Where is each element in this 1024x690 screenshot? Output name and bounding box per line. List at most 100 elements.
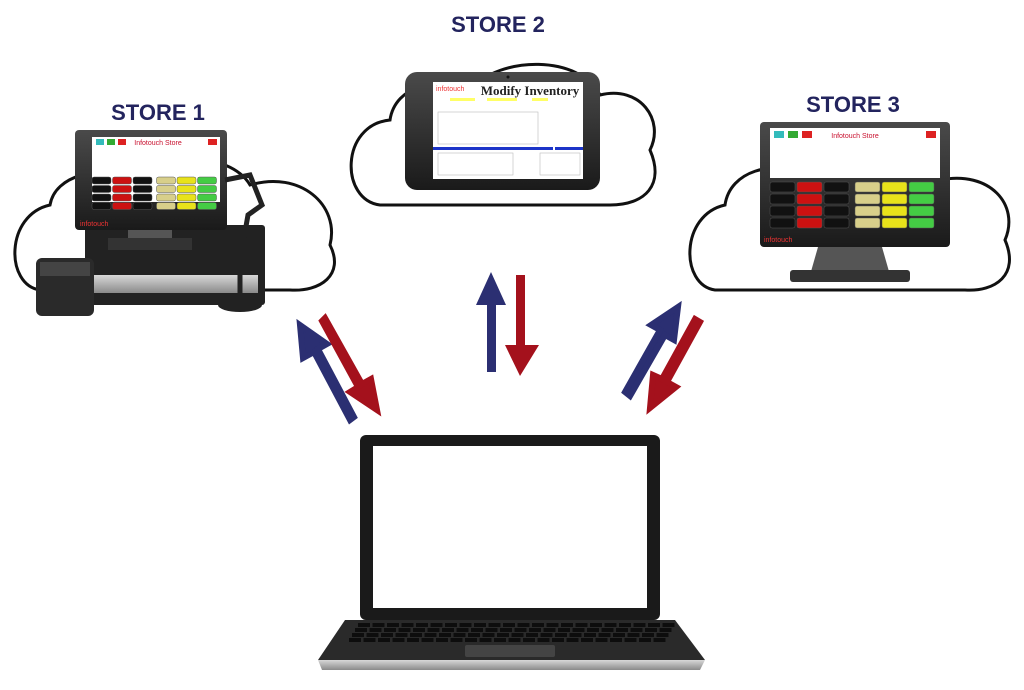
pos-key — [112, 185, 132, 193]
keyboard-key — [662, 623, 675, 627]
sync-arrows-store-2 — [476, 272, 539, 376]
upload-arrow — [296, 318, 358, 425]
pos-key — [176, 193, 197, 202]
keyboard-key — [459, 623, 472, 627]
pos-key — [823, 217, 850, 229]
pos-key — [197, 185, 217, 193]
store-1-screen-title: Infotouch Store — [134, 140, 182, 147]
pos-key — [854, 181, 881, 193]
pos-key — [91, 185, 112, 193]
keyboard-key — [378, 638, 390, 642]
upload-arrow — [476, 272, 506, 372]
keyboard-key — [372, 623, 385, 627]
keyboard-key — [590, 623, 602, 627]
keyboard-key — [413, 628, 425, 632]
keyboard-key — [381, 633, 393, 637]
keyboard-key — [584, 633, 596, 637]
pos-key — [91, 202, 112, 210]
pos-key — [854, 217, 881, 229]
keyboard-key — [595, 638, 608, 642]
keyboard-key — [503, 623, 515, 627]
keyboard-key — [653, 638, 666, 642]
keyboard-key — [633, 623, 646, 627]
keyboard-key — [540, 633, 553, 637]
pos-key — [796, 193, 823, 205]
keyboard-key — [543, 628, 556, 632]
keyboard-key — [529, 628, 541, 632]
keyboard-key — [656, 633, 669, 637]
keyboard-key — [482, 633, 495, 637]
keyboard-key — [558, 628, 570, 632]
store-3-pos-terminal: Infotouch Store infotouch — [760, 122, 950, 282]
keyboard-key — [604, 623, 617, 627]
keyboard-key — [514, 628, 527, 632]
pos-key — [769, 181, 796, 193]
keyboard-key — [587, 628, 599, 632]
keyboard-key — [445, 623, 457, 627]
keyboard-key — [532, 623, 544, 627]
pos-key — [112, 202, 132, 210]
keyboard-key — [511, 633, 524, 637]
pos-key — [197, 193, 217, 202]
cash-drawer-front — [92, 275, 258, 293]
keyboard-key — [627, 633, 640, 637]
keyboard-key — [581, 638, 593, 642]
keyboard-key — [610, 638, 622, 642]
store-1-label: STORE 1 — [111, 100, 205, 125]
monitor-stand — [810, 240, 890, 275]
sync-arrows-store-1 — [296, 313, 382, 425]
keyboard-key — [416, 623, 428, 627]
pos-key — [132, 185, 153, 193]
keyboard-key — [508, 638, 521, 642]
keyboard-key — [358, 623, 370, 627]
keyboard-key — [645, 628, 657, 632]
download-arrow — [505, 275, 539, 376]
keyboard-key — [479, 638, 492, 642]
touchpad — [465, 645, 555, 657]
keyboard-key — [439, 633, 451, 637]
pos-key — [91, 176, 112, 185]
keyboard-key — [349, 638, 361, 642]
keyboard-key — [392, 638, 405, 642]
keyboard-key — [430, 623, 443, 627]
pos-key — [881, 193, 908, 205]
pos-key — [156, 185, 176, 193]
keyboard-key — [561, 623, 573, 627]
store-3-screen-title: Infotouch Store — [831, 133, 879, 140]
keyboard-key — [424, 633, 437, 637]
pos-key — [796, 181, 823, 193]
store-2-tablet: Modify Inventory infotouch — [405, 72, 600, 190]
store-2-logo: infotouch — [436, 86, 465, 93]
keyboard-key — [401, 623, 414, 627]
keyboard-key — [436, 638, 448, 642]
keyboard-key — [465, 638, 477, 642]
keyboard-key — [456, 628, 469, 632]
keyboard-key — [659, 628, 672, 632]
pos-key — [769, 205, 796, 217]
store-1-logo: infotouch — [80, 221, 109, 228]
pos-key — [908, 193, 935, 205]
keyboard-key — [523, 638, 535, 642]
store-2-screen-title: Modify Inventory — [481, 83, 580, 98]
keyboard-key — [598, 633, 611, 637]
keyboard-key — [517, 623, 530, 627]
keyboard-key — [642, 633, 654, 637]
keyboard-key — [398, 628, 411, 632]
pos-key — [132, 176, 153, 185]
keyboard-key — [474, 623, 486, 627]
keyboard-key — [387, 623, 399, 627]
keyboard-key — [410, 633, 422, 637]
upload-arrow — [621, 300, 682, 401]
store-2-label: STORE 2 — [451, 12, 545, 37]
pos-key — [908, 217, 935, 229]
pos-key — [796, 217, 823, 229]
keyboard-key — [566, 638, 579, 642]
pos-key — [176, 202, 197, 210]
pos-key — [796, 205, 823, 217]
keyboard-key — [639, 638, 651, 642]
keyboard-key — [616, 628, 628, 632]
keyboard-key — [407, 638, 419, 642]
pos-key — [132, 202, 153, 210]
keyboard-key — [494, 638, 506, 642]
